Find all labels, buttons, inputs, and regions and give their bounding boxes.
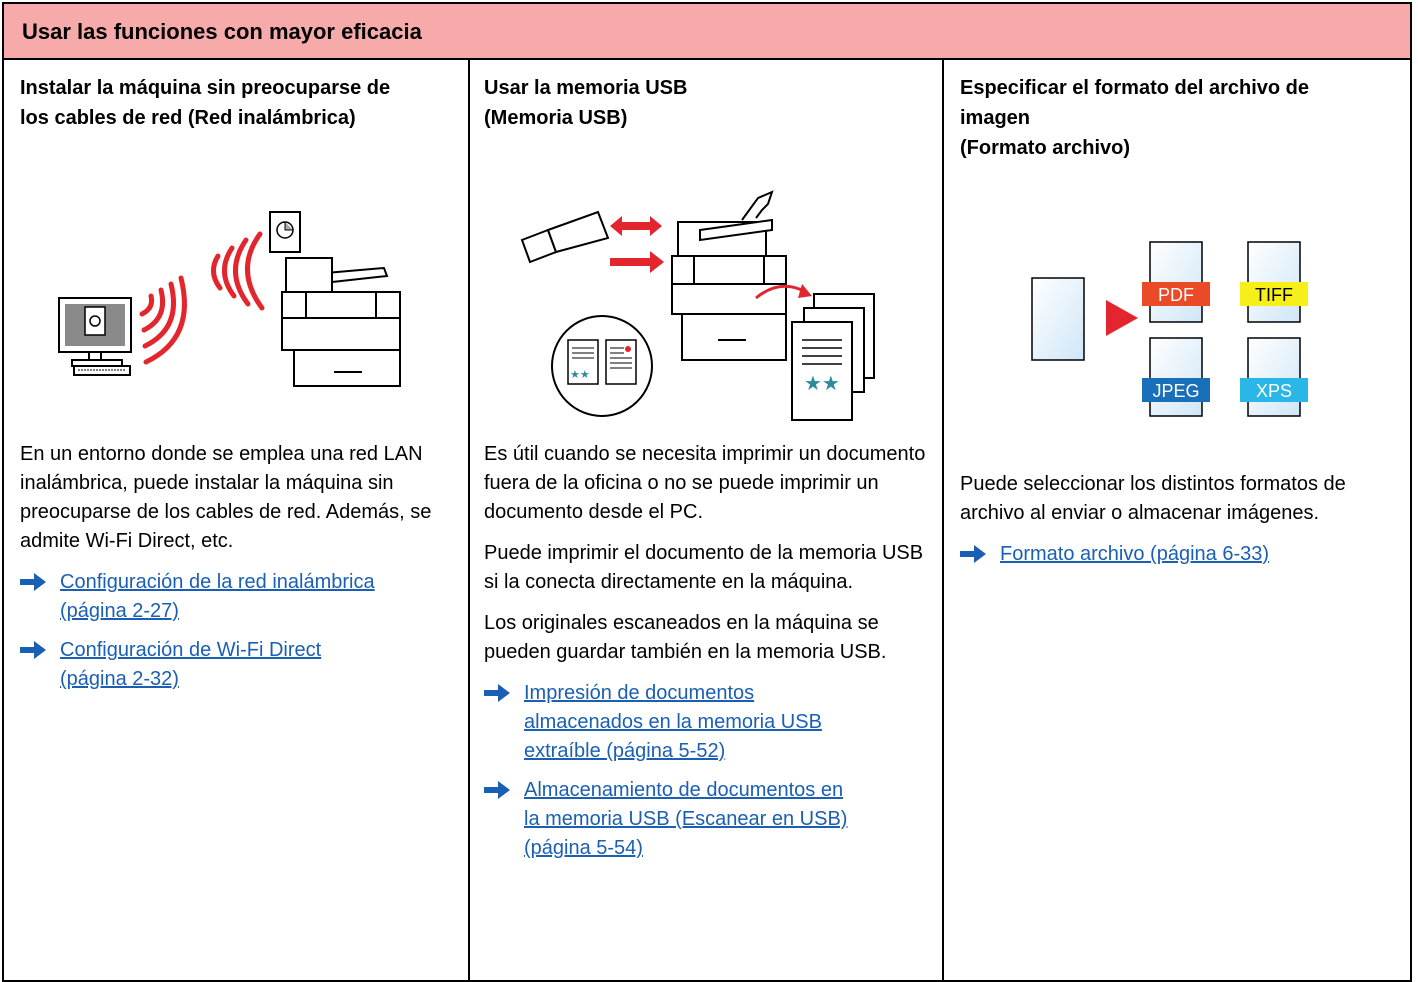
document-icon — [269, 211, 301, 253]
link-row: Formato archivo (página 6-33) — [960, 540, 1400, 569]
usb-stick-icon — [520, 210, 610, 264]
body-paragraph: Los originales escaneados en la máquina … — [484, 612, 887, 663]
section-banner: Usar las funciones con mayor eficacia — [4, 4, 1410, 60]
format-label: TIFF — [1255, 285, 1293, 305]
convert-arrow-icon — [1106, 300, 1138, 336]
column-title: Usar la memoria USB (Memoria USB) — [484, 77, 688, 129]
format-badge-pdf — [1142, 282, 1210, 306]
format-label: JPEG — [1152, 381, 1199, 401]
column-title: Especificar el formato del archivo de im… — [960, 77, 1310, 159]
arrow-right-icon — [20, 573, 46, 591]
arrow-right-icon — [20, 641, 46, 659]
wifi-waves-icon — [139, 231, 265, 365]
hand-icon — [741, 190, 774, 221]
format-label: PDF — [1158, 285, 1194, 305]
body-paragraph: Es útil cuando se necesita imprimir un d… — [484, 443, 926, 523]
column-body: En un entorno donde se emplea una red LA… — [20, 440, 456, 704]
svg-text:★★: ★★ — [804, 371, 840, 395]
document-preview-icon: ★★ — [551, 315, 653, 417]
transfer-arrows-icon — [610, 216, 664, 273]
computer-icon — [58, 297, 132, 376]
printer-icon — [281, 257, 401, 387]
column-file-format: Especificar el formato del archivo de im… — [944, 60, 1410, 980]
banner-title: Usar las funciones con mayor eficacia — [22, 19, 422, 44]
link-row: Almacenamiento de documentos en la memor… — [484, 776, 934, 863]
arrow-right-icon — [960, 545, 986, 563]
column-wireless: Instalar la máquina sin preocuparse de l… — [4, 60, 470, 980]
source-page-icon — [1031, 277, 1085, 361]
wireless-illustration — [58, 211, 401, 387]
link-wifi-direct[interactable]: Configuración de Wi-Fi Direct (página 2-… — [60, 639, 322, 690]
body-paragraph: Puede imprimir el documento de la memori… — [484, 542, 924, 593]
link-scan-to-usb[interactable]: Almacenamiento de documentos en la memor… — [524, 779, 848, 859]
arrow-right-icon — [484, 781, 510, 799]
file-format-illustration: PDF TIFF JPEG XPS — [1031, 241, 1308, 417]
arrow-right-icon — [484, 684, 510, 702]
usb-illustration: ★★ ★★ — [520, 190, 875, 421]
link-wireless-network[interactable]: Configuración de la red inalámbrica (pág… — [60, 571, 375, 622]
body-paragraph: En un entorno donde se emplea una red LA… — [20, 443, 432, 552]
link-row: Configuración de la red inalámbrica (pág… — [20, 568, 456, 626]
format-badge-jpeg — [1142, 378, 1210, 402]
column-title: Instalar la máquina sin preocuparse de l… — [20, 77, 391, 129]
printer-icon — [671, 218, 787, 361]
format-badge-xps — [1240, 378, 1308, 402]
column-body: Puede seleccionar los distintos formatos… — [960, 470, 1400, 579]
link-print-from-usb[interactable]: Impresión de documentos almacenados en l… — [524, 682, 822, 762]
format-badge-tiff — [1240, 282, 1308, 306]
output-pages-icon — [791, 293, 875, 421]
column-usb: Usar la memoria USB (Memoria USB) — [470, 60, 944, 980]
link-file-format[interactable]: Formato archivo (página 6-33) — [1000, 543, 1270, 565]
body-paragraph: Puede seleccionar los distintos formatos… — [960, 473, 1346, 524]
column-body: Es útil cuando se necesita imprimir un d… — [484, 440, 934, 873]
format-label: XPS — [1256, 381, 1292, 401]
link-row: Impresión de documentos almacenados en l… — [484, 679, 934, 766]
svg-text:★★: ★★ — [570, 368, 590, 381]
link-row: Configuración de Wi-Fi Direct (página 2-… — [20, 636, 456, 694]
